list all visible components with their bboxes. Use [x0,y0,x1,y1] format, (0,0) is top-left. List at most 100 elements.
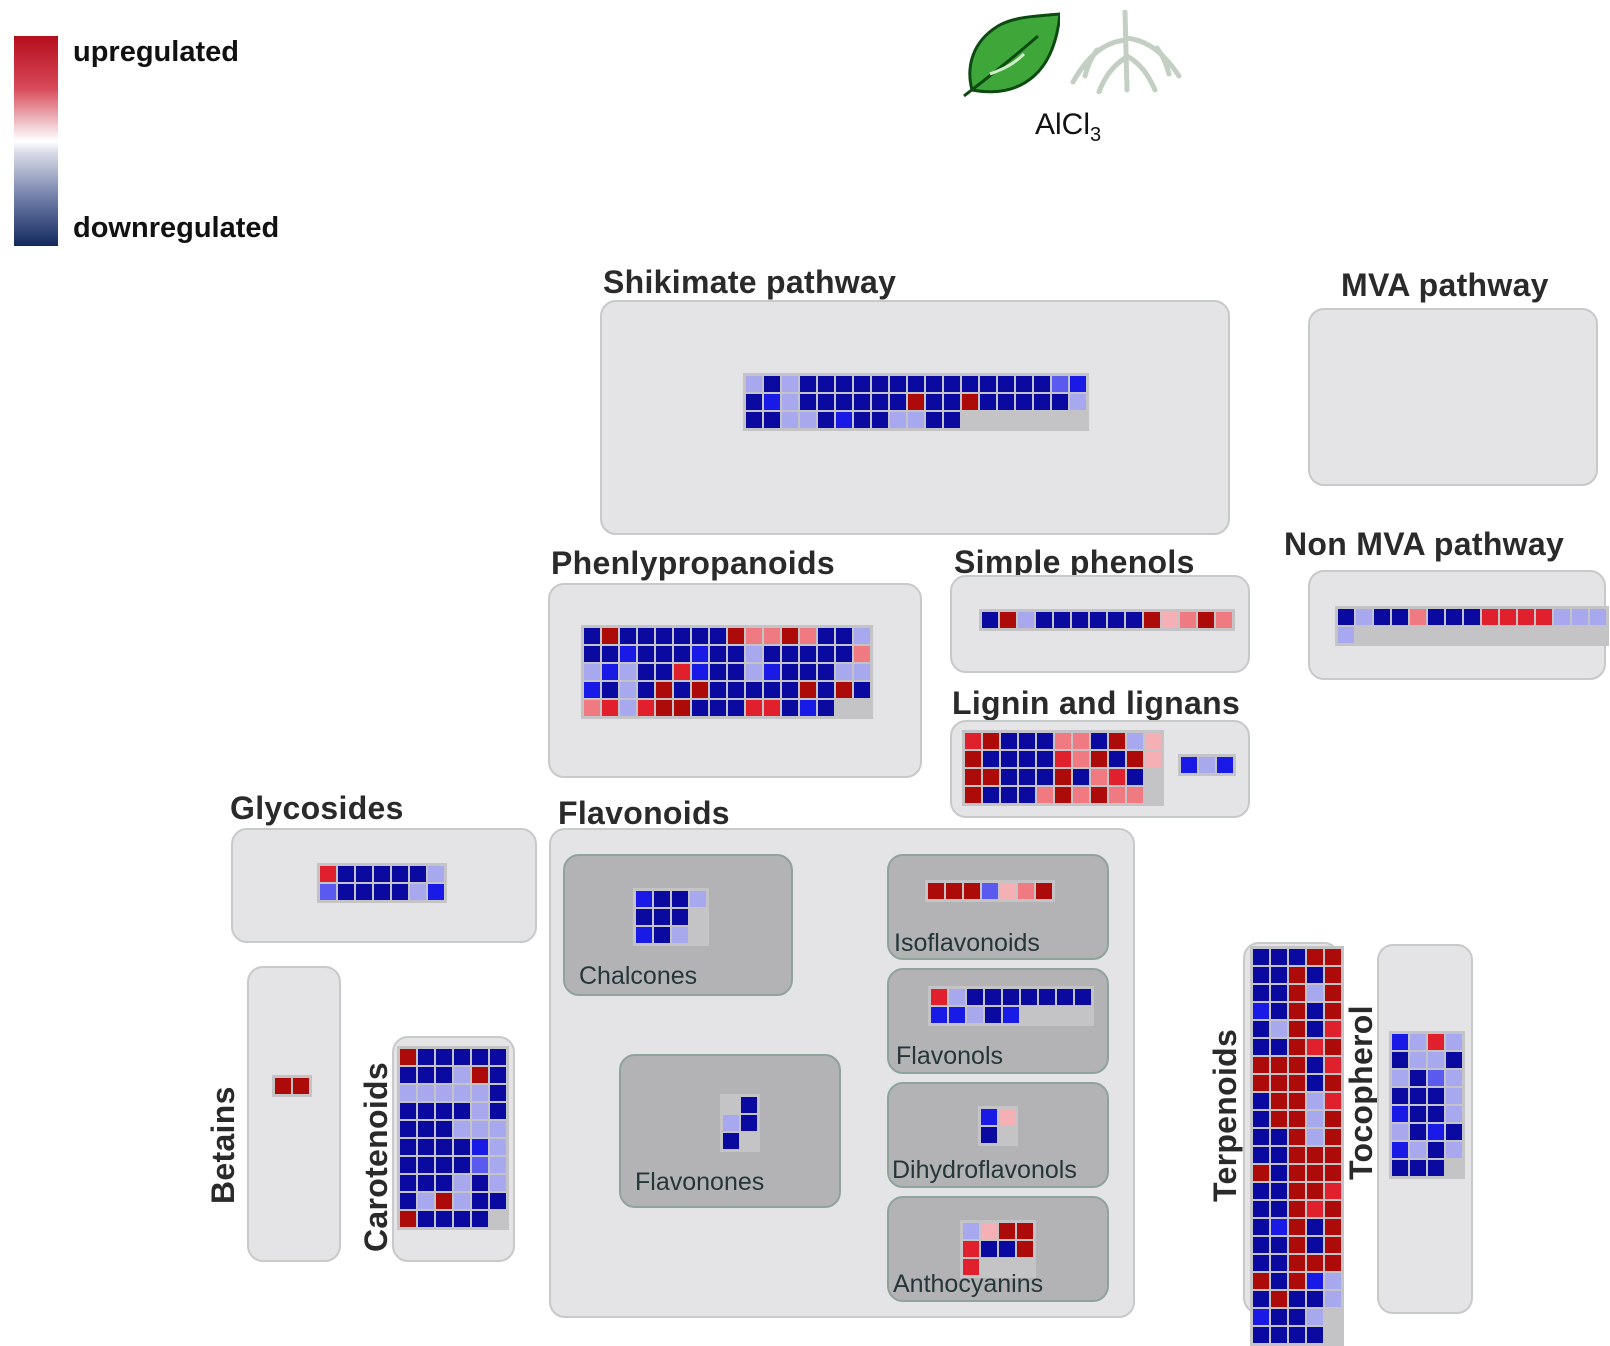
terpenoids-grid-cell [1307,1183,1323,1199]
phenylpropanoids-grid-cell [602,682,618,698]
anthocyanins-label: Anthocyanins [893,1270,1044,1298]
non-mva-grid-cell [1410,627,1426,643]
lignan-grid-cell [1199,757,1215,773]
anthocyanins-grid-cell [981,1241,997,1257]
phenylpropanoids-grid-cell [692,700,708,716]
legend-down-label: downregulated [73,212,280,244]
tocopherol-grid-cell [1446,1142,1462,1158]
phenylpropanoids-grid-cell [692,646,708,662]
non-mva-grid-cell [1536,627,1552,643]
terpenoids-grid-cell [1253,1201,1269,1217]
phenylpropanoids-grid-cell [854,646,870,662]
shikimate-grid-cell [980,394,996,410]
terpenoids-grid-cell [1325,1183,1341,1199]
non-mva-grid-cell [1464,627,1480,643]
chalcones-grid-cell [636,909,652,925]
shikimate-grid-cell [836,376,852,392]
chalcones-grid-cell [636,891,652,907]
terpenoids-grid-cell [1325,1201,1341,1217]
tocopherol-grid-cell [1428,1106,1444,1122]
glycosides-grid-cell [374,884,390,900]
terpenoids-grid-cell [1253,1255,1269,1271]
non-mva-grid [1335,606,1609,646]
lignin-grid-cell [1127,751,1143,767]
phenylpropanoids-grid-cell [764,664,780,680]
phenylpropanoids-grid-cell [728,682,744,698]
non-mva-grid-cell [1500,609,1516,625]
shikimate-grid-cell [764,376,780,392]
phenylpropanoids-grid-cell [638,646,654,662]
lignin-grid-cell [1091,787,1107,803]
flavonols-grid-cell [985,989,1001,1005]
shikimate-grid [743,373,1089,431]
carotenoids-grid-cell [490,1175,506,1191]
terpenoids-grid-cell [1271,1147,1287,1163]
carotenoids-grid-cell [490,1211,506,1227]
phenylpropanoids-grid-cell [584,646,600,662]
tocopherol-grid-cell [1428,1160,1444,1176]
terpenoids-grid-cell [1289,949,1305,965]
terpenoids-grid-cell [1271,1291,1287,1307]
flavonols-grid-cell [967,1007,983,1023]
carotenoids-grid-cell [472,1157,488,1173]
terpenoids-grid-cell [1289,1165,1305,1181]
phenylpropanoids-grid-cell [782,700,798,716]
terpenoids-grid-cell [1289,1075,1305,1091]
flavonols-label: Flavonols [896,1042,1003,1070]
phenylpropanoids-grid-cell [782,682,798,698]
carotenoids-grid-cell [454,1085,470,1101]
flavonols-grid-cell [1039,989,1055,1005]
carotenoids-grid-cell [418,1121,434,1137]
flavonols-grid-cell [1057,1007,1073,1023]
simple-phenols-grid-cell [1180,612,1196,628]
carotenoids-grid-cell [418,1085,434,1101]
tocopherol-grid [1389,1031,1465,1179]
phenylpropanoids-grid-cell [818,682,834,698]
terpenoids-grid-cell [1253,949,1269,965]
phenylpropanoids-grid-cell [728,628,744,644]
carotenoids-grid-cell [454,1175,470,1191]
terpenoids-grid-cell [1307,1291,1323,1307]
non-mva-title: Non MVA pathway [1284,526,1565,562]
phenylpropanoids-grid-cell [818,628,834,644]
dihydroflavonols-panel: Dihydroflavonols [887,1082,1109,1188]
lignin-grid-cell [1019,769,1035,785]
tocopherol-grid-cell [1410,1052,1426,1068]
lignin-grid-cell [1073,787,1089,803]
chalcones-panel: Chalcones [563,854,793,996]
lignin-grid-cell [1127,733,1143,749]
phenylpropanoids-grid-cell [710,682,726,698]
tocopherol-grid-cell [1392,1142,1408,1158]
carotenoids-grid-cell [400,1103,416,1119]
simple-phenols-panel [950,575,1250,673]
shikimate-grid-cell [800,394,816,410]
non-mva-grid-cell [1536,609,1552,625]
flavanones-grid-cell [741,1115,757,1131]
lignin-grid-cell [1019,733,1035,749]
shikimate-grid-cell [782,412,798,428]
phenylpropanoids-grid-cell [674,646,690,662]
tocopherol-grid-cell [1392,1124,1408,1140]
carotenoids-grid-cell [400,1175,416,1191]
carotenoids-grid-cell [400,1085,416,1101]
lignin-grid-cell [983,769,999,785]
carotenoids-grid-cell [454,1103,470,1119]
terpenoids-grid-cell [1307,1327,1323,1343]
flavanones-grid-cell [723,1133,739,1149]
carotenoids-grid-cell [400,1157,416,1173]
terpenoids-grid-cell [1325,949,1341,965]
chalcones-grid-cell [690,927,706,943]
terpenoids-grid-cell [1289,967,1305,983]
phenylpropanoids-grid-cell [584,664,600,680]
phenylpropanoids-grid-cell [710,700,726,716]
carotenoids-grid [397,1046,509,1230]
phenylpropanoids-grid-cell [692,664,708,680]
carotenoids-grid-cell [436,1103,452,1119]
carotenoids-grid-cell [418,1139,434,1155]
carotenoids-grid-cell [436,1067,452,1083]
terpenoids-grid-cell [1271,1219,1287,1235]
terpenoids-grid-cell [1271,985,1287,1001]
tocopherol-grid-cell [1446,1160,1462,1176]
flavanones-grid-cell [723,1097,739,1113]
non-mva-grid-cell [1428,609,1444,625]
